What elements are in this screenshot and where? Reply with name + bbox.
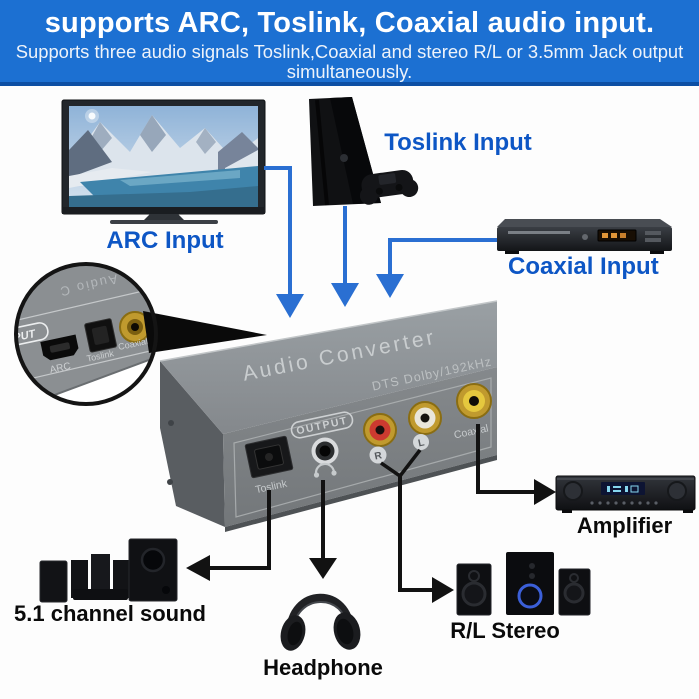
tv-stand-neck (144, 214, 184, 220)
arrow-down-icon (376, 274, 404, 298)
audio-converter-device: Audio Converter DTS Dolby/192kHz OUTPUT … (159, 300, 498, 532)
converter-left-face (160, 361, 225, 527)
coaxial-connector-line (376, 238, 497, 298)
arrow-left-icon (186, 555, 210, 581)
arc-connector-line (264, 166, 304, 318)
tv-bezel (62, 207, 265, 214)
svg-text:R: R (374, 450, 384, 462)
arrow-down-icon (331, 283, 359, 307)
svg-text:ARC: ARC (49, 361, 72, 376)
svg-text:PUT: PUT (12, 328, 37, 345)
toslink-to-surround-line (186, 490, 271, 581)
headphone-label: Headphone (263, 655, 383, 680)
inset-pointer-wedge (143, 311, 267, 353)
converter-top-face (160, 301, 497, 434)
stereo-label: R/L Stereo (450, 618, 560, 643)
surround-label: 5.1 channel sound (14, 601, 206, 626)
console-logo (340, 154, 348, 162)
dvd-top (497, 219, 672, 227)
dvd-disc-tray (508, 231, 570, 234)
toslink-output-port: Toslink (244, 435, 294, 496)
jack-to-headphone-line (309, 480, 337, 579)
toslink-connector-line (331, 206, 359, 307)
inset-circle-border (14, 262, 158, 406)
inset-panel-recess (16, 290, 156, 382)
headphone-jack-port (311, 437, 339, 478)
tv-stand-base (110, 220, 218, 224)
arrow-down-icon (276, 294, 304, 318)
rca-r-port: R (363, 413, 397, 464)
arrow-down-icon (309, 558, 337, 579)
svg-text:L: L (417, 437, 425, 449)
amplifier-image (555, 475, 696, 513)
coaxial-input-label: Coaxial Input (508, 253, 659, 280)
coaxial-output-port: Coaxial (453, 383, 492, 441)
amplifier-label: Amplifier (576, 513, 673, 538)
amp-knob (563, 481, 583, 501)
header-banner: supports ARC, Toslink, Coaxial audio inp… (0, 0, 699, 86)
amp-knob (667, 481, 687, 501)
headphone-icon (313, 462, 337, 478)
arrow-right-icon (534, 479, 556, 505)
game-console-image (309, 97, 419, 206)
hdmi-arc-port: ARC (40, 334, 79, 376)
arrow-right-icon (432, 577, 454, 603)
inset-toslink-port: Toslink (84, 318, 117, 364)
subwoofer-glow-ring (517, 583, 543, 609)
rl-to-stereo-line (380, 448, 454, 603)
banner-title: supports ARC, Toslink, Coaxial audio inp… (44, 7, 655, 39)
toslink-input-label: Toslink Input (384, 129, 532, 156)
coaxial-to-amplifier-line (476, 424, 556, 505)
banner-subtitle: Supports three audio signals Toslink,Coa… (15, 41, 684, 82)
surround-speakers-image (39, 538, 178, 603)
game-controller (359, 169, 419, 205)
dvd-player-image (497, 219, 672, 254)
dvd-button (582, 234, 588, 240)
input-badge: PUT (12, 322, 49, 348)
tv-mountain-scene (69, 109, 258, 207)
arc-input-label: ARC Input (106, 227, 224, 254)
rca-l-port: L (408, 401, 442, 450)
tv-image (61, 99, 266, 224)
stereo-speakers-image (456, 552, 591, 616)
converter-front-recess (233, 377, 492, 518)
headphones-image (280, 593, 361, 651)
